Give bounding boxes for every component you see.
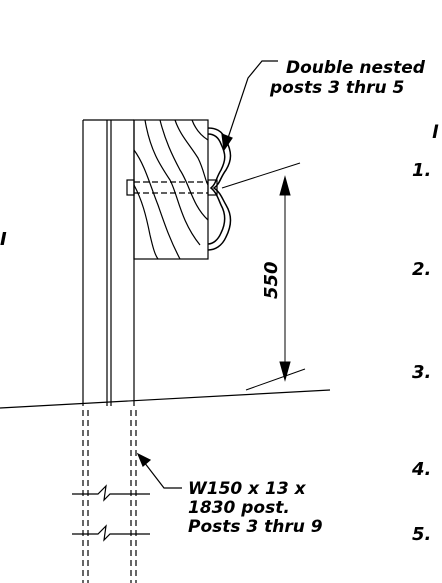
nested-label-line1: Double nested — [286, 58, 426, 78]
note-number-3: 3. — [412, 362, 431, 383]
buried-post-dashed — [82, 410, 137, 583]
note-number-5: 5. — [412, 524, 431, 545]
wood-blockout — [133, 119, 209, 260]
steel-post — [82, 119, 135, 406]
note-number-2: 2. — [412, 259, 431, 280]
nested-label-line2: posts 3 thru 5 — [269, 78, 404, 98]
note-number-4: 4. — [411, 459, 431, 480]
bolt — [126, 179, 218, 196]
dimension-label: 550 — [261, 261, 282, 299]
post-label-line1: W150 x 13 x — [188, 479, 307, 499]
note-number-1: 1. — [412, 160, 431, 181]
post-leader — [136, 452, 182, 489]
rail-leader — [221, 60, 278, 152]
post-label-line2: 1830 post. — [188, 498, 290, 518]
break-lines — [72, 484, 150, 542]
edge-char-right: I — [0, 229, 7, 250]
edge-char-left: l — [432, 122, 439, 143]
ground-line — [0, 389, 331, 409]
dimension-550 — [221, 162, 306, 391]
post-label-line3: Posts 3 thru 9 — [188, 517, 323, 537]
